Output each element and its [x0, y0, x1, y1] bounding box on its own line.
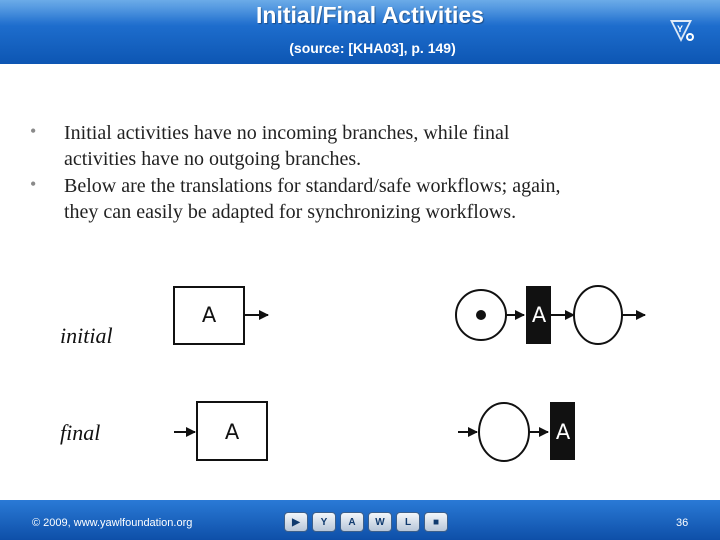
- token-icon: [476, 310, 486, 320]
- slide-header: Initial/Final Activities (source: [KHA03…: [0, 0, 720, 64]
- nav-w-button[interactable]: W: [368, 512, 392, 532]
- initial-task-yawl: A: [173, 286, 269, 345]
- bullet-dot-icon: •: [30, 174, 37, 194]
- bullet-text: Initial activities have no incoming bran…: [64, 122, 510, 144]
- bullet-item: • Below are the translations for standar…: [30, 173, 690, 225]
- task-label: A: [202, 303, 217, 327]
- copyright-text: © 2009, www.yawlfoundation.org: [32, 517, 193, 529]
- stop-button[interactable]: ■: [424, 512, 448, 532]
- initial-translation: A: [455, 285, 646, 345]
- nav-bar: ▶ Y A W L ■: [284, 512, 448, 532]
- label-final: final: [60, 420, 101, 445]
- yawl-logo-icon: Y: [670, 20, 694, 42]
- black-task: [526, 286, 551, 344]
- label-initial: initial: [60, 323, 113, 348]
- slide-title: Initial/Final Activities: [256, 2, 484, 28]
- bullet-text: Below are the translations for standard/…: [64, 175, 561, 197]
- output-condition: [573, 285, 623, 345]
- task-label: A: [225, 420, 240, 444]
- slide-footer: © 2009, www.yawlfoundation.org ▶ Y A W L…: [0, 500, 720, 540]
- bullet-text: they can easily be adapted for synchroni…: [64, 201, 517, 223]
- final-translation: A: [458, 402, 575, 462]
- black-task: [550, 402, 575, 460]
- nav-a-button[interactable]: A: [340, 512, 364, 532]
- page-number: 36: [676, 517, 689, 529]
- task-label: A: [556, 420, 571, 444]
- input-condition: [478, 402, 530, 462]
- final-task-yawl: A: [174, 401, 268, 461]
- play-button[interactable]: ▶: [284, 512, 308, 532]
- bullet-dot-icon: •: [30, 121, 37, 141]
- svg-text:Y: Y: [677, 24, 683, 34]
- nav-y-button[interactable]: Y: [312, 512, 336, 532]
- header-shine: [0, 0, 720, 26]
- nav-l-button[interactable]: L: [396, 512, 420, 532]
- bullet-list: • Initial activities have no incoming br…: [30, 120, 690, 226]
- bullet-item: • Initial activities have no incoming br…: [30, 120, 690, 172]
- task-label: A: [532, 303, 547, 327]
- bullet-text: activities have no outgoing branches.: [64, 148, 362, 170]
- slide-subtitle: (source: [KHA03], p. 149): [289, 40, 456, 56]
